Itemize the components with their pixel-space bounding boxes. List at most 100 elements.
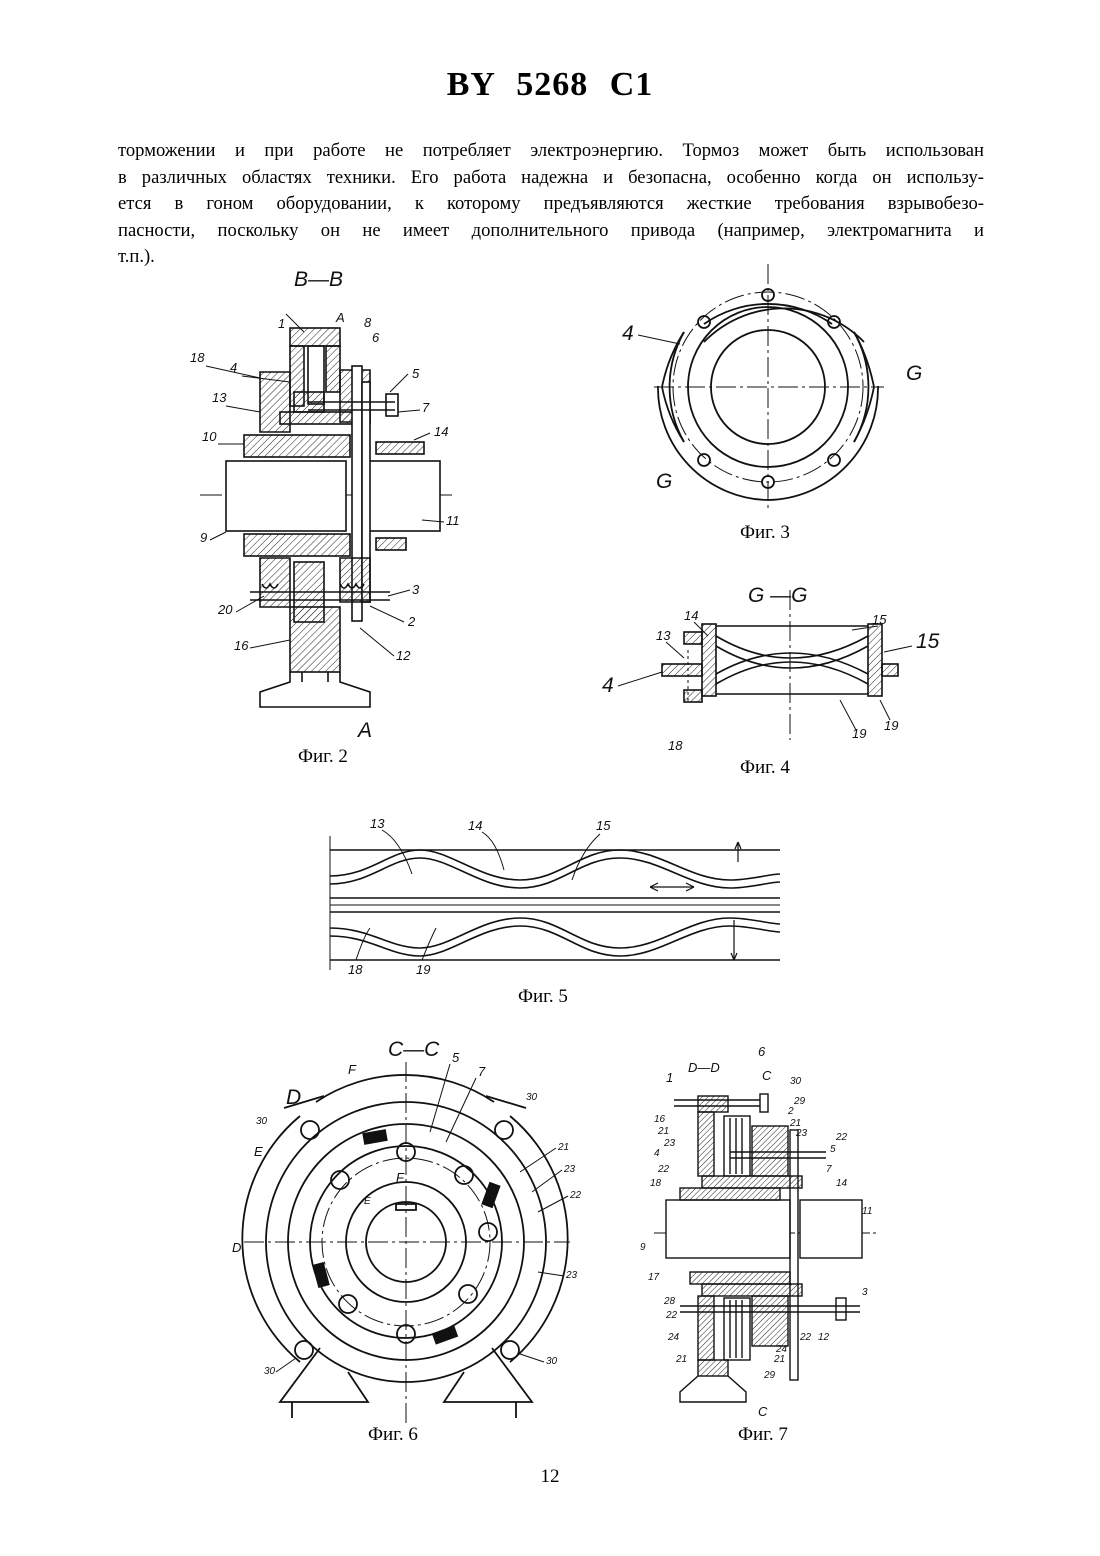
- part-label: 22: [665, 1310, 678, 1321]
- section-mark: E: [364, 1196, 371, 1207]
- paragraph-line: пасности, поскольку он не имеет дополнит…: [118, 218, 984, 245]
- figure-caption: Фиг. 5: [518, 986, 568, 1008]
- figure-6-drawing: C—C 5 7 F D 30 30 E 21 23 22 F E D 23 30…: [220, 1032, 600, 1432]
- part-label: 3: [862, 1287, 868, 1298]
- section-mark: D: [286, 1086, 301, 1109]
- part-label: 23: [563, 1164, 576, 1175]
- part-label: 14: [468, 818, 482, 833]
- figure-caption: Фиг. 3: [740, 522, 790, 544]
- part-label: 23: [663, 1138, 676, 1149]
- part-label: 22: [657, 1164, 670, 1175]
- section-mark: C: [762, 1068, 772, 1083]
- part-label: 24: [667, 1332, 680, 1343]
- part-label: 22: [799, 1332, 812, 1343]
- part-label: 8: [364, 315, 372, 330]
- part-label: 19: [884, 718, 898, 733]
- paragraph-line: в различных областях техники. Его работа…: [118, 165, 984, 192]
- part-label: 9: [200, 530, 207, 545]
- part-label: 22: [835, 1132, 848, 1143]
- part-label: 19: [852, 726, 866, 741]
- part-label: 12: [396, 648, 411, 663]
- part-label: 1: [278, 316, 285, 331]
- part-label: 7: [478, 1064, 486, 1079]
- part-label: 15: [872, 612, 887, 627]
- figure-caption: Фиг. 4: [740, 757, 790, 779]
- part-label: 21: [557, 1142, 569, 1153]
- part-label: 15: [596, 818, 611, 833]
- section-label: B—B: [294, 268, 343, 291]
- part-label: 14: [836, 1178, 848, 1189]
- section-mark: C: [758, 1404, 768, 1419]
- section-label: C—C: [388, 1038, 440, 1061]
- part-label: 30: [256, 1116, 268, 1127]
- part-label: 18: [348, 962, 363, 977]
- document-title: BY 5268 C1: [0, 66, 1100, 104]
- page-number: 12: [0, 1466, 1100, 1488]
- part-label: 20: [217, 602, 233, 617]
- section-mark: A: [356, 719, 372, 742]
- part-label: 3: [412, 582, 420, 597]
- part-label: 30: [790, 1076, 802, 1087]
- part-label: 18: [650, 1178, 662, 1189]
- part-label: 7: [826, 1164, 832, 1175]
- part-label: 11: [446, 513, 460, 528]
- part-label: 14: [684, 608, 698, 623]
- section-mark: F: [396, 1170, 405, 1185]
- part-label: 19: [416, 962, 430, 977]
- section-mark: G: [906, 362, 922, 385]
- figure-5-drawing: 13 14 15 18 19: [320, 810, 790, 980]
- part-label: 30: [546, 1356, 558, 1367]
- part-label: 5: [452, 1050, 460, 1065]
- part-label: 28: [663, 1296, 676, 1307]
- part-label: 14: [434, 424, 448, 439]
- part-label: 30: [264, 1366, 276, 1377]
- part-label: 17: [648, 1272, 660, 1283]
- part-label: 1: [666, 1070, 673, 1085]
- part-label: 7: [422, 400, 430, 415]
- part-label: 16: [234, 638, 249, 653]
- section-mark: D: [232, 1240, 241, 1255]
- part-label: 29: [793, 1096, 806, 1107]
- part-label: 30: [526, 1092, 538, 1103]
- paragraph-line: торможении и при работе не потребляет эл…: [118, 138, 984, 165]
- section-mark: G: [656, 470, 672, 493]
- part-label: 6: [758, 1044, 766, 1059]
- part-label: 9: [640, 1242, 646, 1253]
- part-label: 21: [675, 1354, 687, 1365]
- section-mark: E: [254, 1144, 263, 1159]
- part-label: 13: [370, 816, 385, 831]
- figure-caption: Фиг. 6: [368, 1424, 418, 1446]
- part-label: 2: [787, 1106, 794, 1117]
- paragraph-line: ется в гоном оборудовании, к которому пр…: [118, 191, 984, 218]
- figure-4-drawing: G —G 14 15 15 13 4 18 19 19: [600, 580, 950, 770]
- figure-caption: Фиг. 2: [298, 746, 348, 768]
- part-label: 22: [569, 1190, 582, 1201]
- part-label: 13: [656, 628, 671, 643]
- part-label: 23: [565, 1270, 578, 1281]
- part-label: 10: [202, 429, 217, 444]
- part-label: 11: [862, 1206, 872, 1217]
- section-mark: A: [335, 310, 345, 325]
- section-label: G —G: [748, 584, 808, 607]
- part-label: 29: [763, 1370, 776, 1381]
- part-label: 18: [668, 738, 683, 753]
- part-label: 18: [190, 350, 205, 365]
- part-label: 12: [818, 1332, 830, 1343]
- part-label: 13: [212, 390, 227, 405]
- figure-3-drawing: 4 G G: [610, 262, 930, 512]
- part-label: 6: [372, 330, 380, 345]
- part-label: 4: [622, 322, 634, 345]
- part-label: 5: [412, 366, 420, 381]
- figure-2-drawing: B—B 1 A 8 6 18 4 5 13 7 10 14 9 11 3 20 …: [190, 262, 460, 752]
- part-label: 21: [773, 1354, 785, 1365]
- part-label: 4: [602, 674, 614, 697]
- part-label: 4: [654, 1148, 660, 1159]
- part-label: 5: [830, 1144, 836, 1155]
- section-mark: F: [348, 1062, 357, 1077]
- body-paragraph: торможении и при работе не потребляет эл…: [118, 138, 984, 271]
- part-label: 23: [795, 1128, 808, 1139]
- part-label: 16: [654, 1114, 666, 1125]
- figure-7-drawing: 6 1 D—D C 30 29 2 16 21 21 23 23 22 4 5 …: [640, 1040, 880, 1425]
- part-label: 21: [657, 1126, 669, 1137]
- figure-caption: Фиг. 7: [738, 1424, 788, 1446]
